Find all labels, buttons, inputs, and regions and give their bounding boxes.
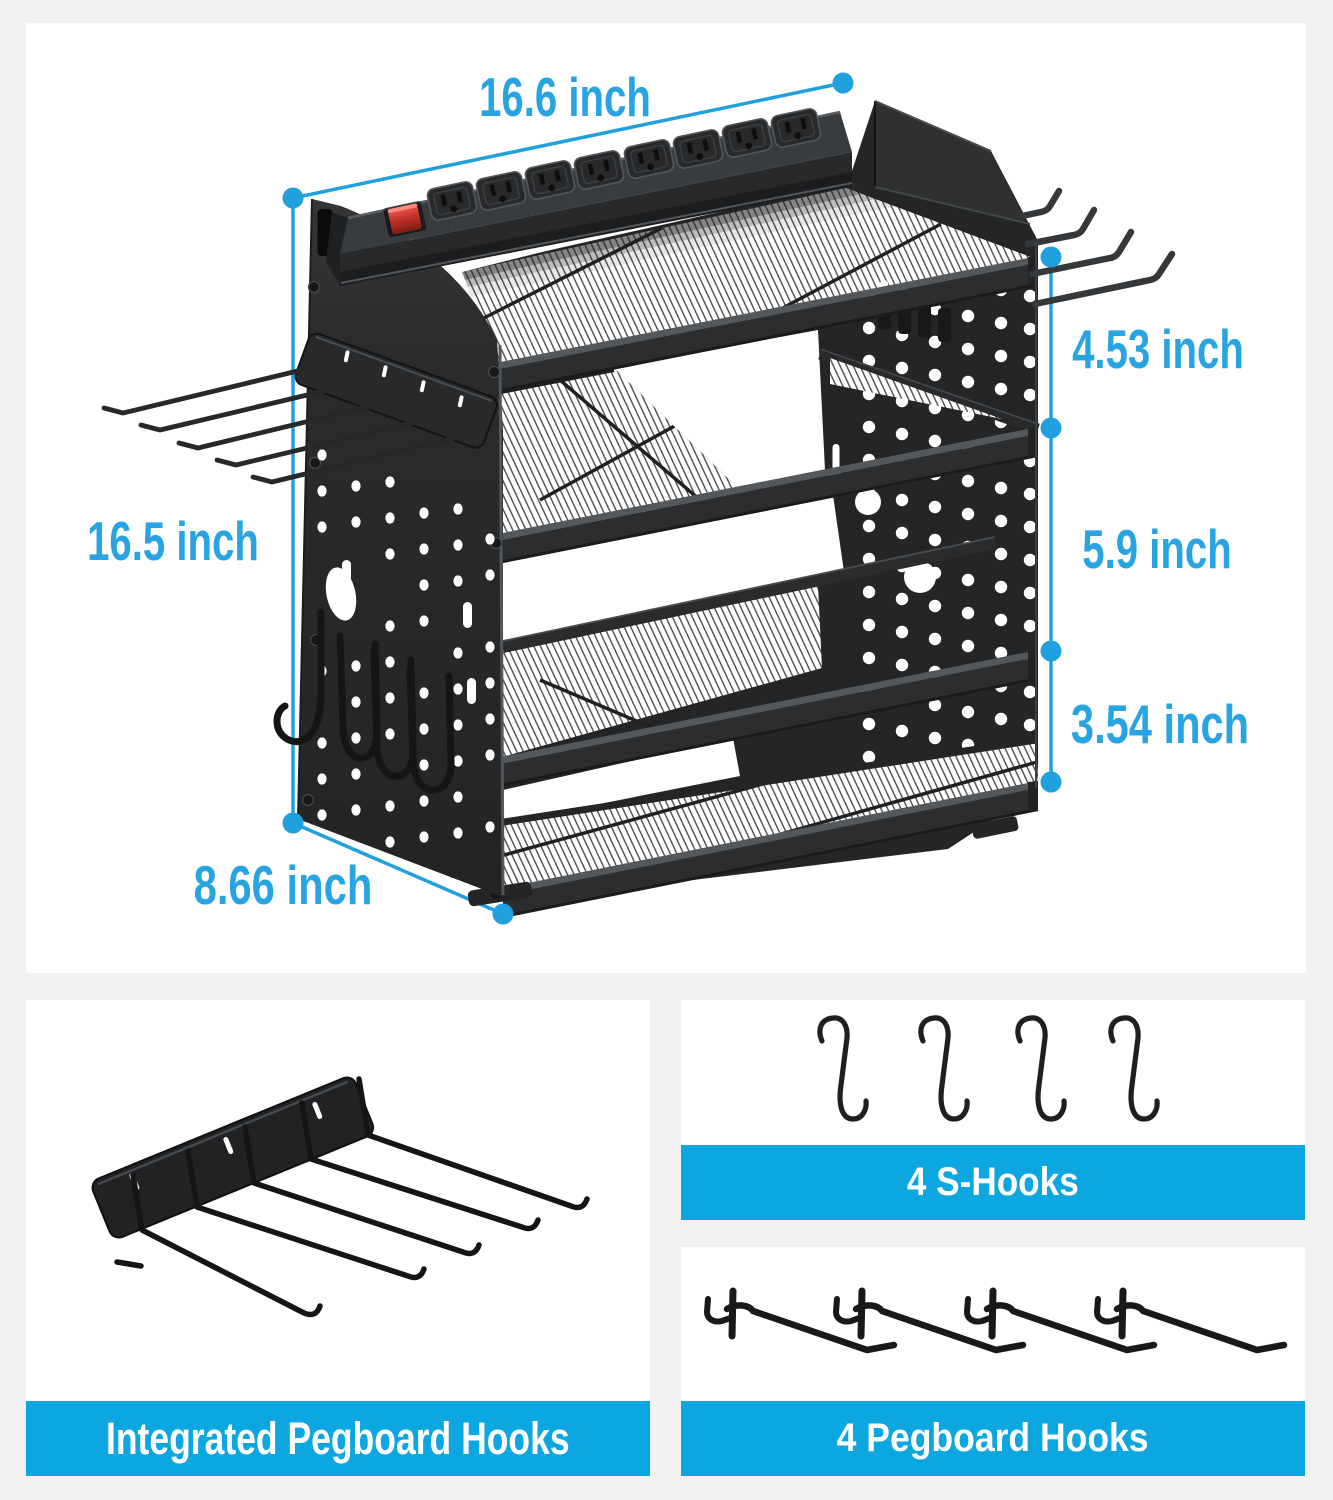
svg-text:8.66 inch: 8.66 inch <box>194 856 373 917</box>
svg-text:5.9 inch: 5.9 inch <box>1082 519 1231 581</box>
svg-text:16.6 inch: 16.6 inch <box>479 67 651 129</box>
svg-text:16.5 inch: 16.5 inch <box>87 511 259 573</box>
svg-text:3.54 inch: 3.54 inch <box>1071 695 1249 756</box>
svg-text:4.53 inch: 4.53 inch <box>1072 319 1244 381</box>
